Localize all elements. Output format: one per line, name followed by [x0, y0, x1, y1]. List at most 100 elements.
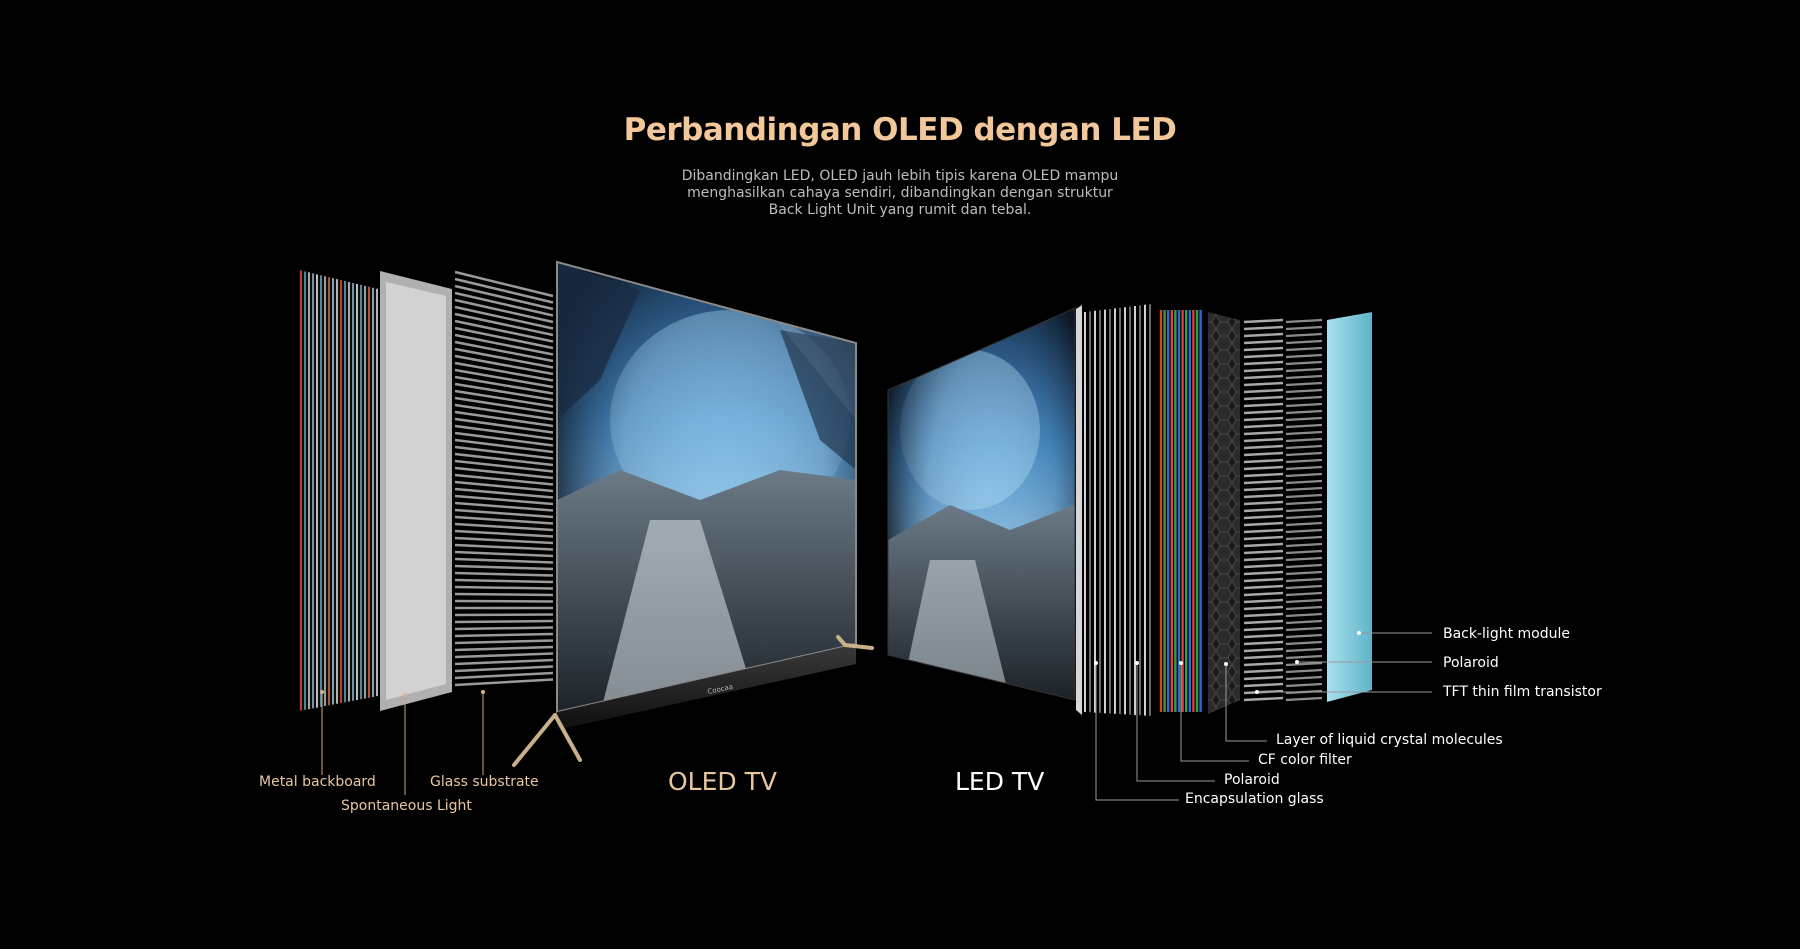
tft-stripe	[1243, 395, 1284, 401]
glass-substrate-stripe	[454, 466, 554, 480]
tft-stripe	[1243, 514, 1284, 520]
tft-stripe	[1243, 675, 1284, 681]
glass-substrate-stripe	[454, 340, 554, 363]
tft-stripe	[1243, 556, 1284, 562]
glass-substrate-stripe	[454, 312, 554, 337]
polaroid-top-stripe	[1285, 332, 1323, 338]
tft-stripe	[1243, 626, 1284, 632]
tft-stripe	[1243, 584, 1284, 590]
glass-substrate-stripe	[454, 368, 554, 389]
glass-substrate-stripe	[454, 298, 554, 324]
polaroid-top-stripe	[1285, 556, 1323, 562]
polaroid-top-stripe	[1285, 549, 1323, 555]
polaroid-top-stripe	[1285, 346, 1323, 352]
glass-substrate-stripe	[454, 671, 554, 680]
label-spontaneous-light: Spontaneous Light	[341, 798, 472, 814]
led-tv-name: LED TV	[955, 767, 1045, 796]
glass-substrate-stripe	[454, 305, 554, 330]
glass-substrate-stripe	[454, 678, 554, 687]
tft-stripe	[1243, 619, 1284, 625]
glass-substrate-stripe	[454, 459, 554, 473]
polaroid-top-stripe	[1285, 360, 1323, 366]
polaroid-top-stripe	[1285, 528, 1323, 534]
polaroid-top-stripe	[1285, 339, 1323, 345]
tft-stripe	[1243, 339, 1284, 345]
led-cf-color-filter-layer	[1159, 310, 1202, 712]
tft-stripe	[1243, 682, 1284, 688]
polaroid-top-stripe	[1285, 661, 1323, 667]
led-leader-dots	[1094, 631, 1361, 694]
subtitle-line: Dibandingkan LED, OLED jauh lebih tipis …	[681, 168, 1119, 184]
polaroid-top-stripe	[1285, 619, 1323, 625]
tft-stripe	[1243, 479, 1284, 485]
polaroid-top-stripe	[1285, 521, 1323, 527]
glass-substrate-stripe	[454, 319, 554, 343]
polaroid-top-stripe	[1285, 682, 1323, 688]
oled-tv-screen-image	[557, 262, 856, 712]
tft-stripe	[1243, 409, 1284, 415]
glass-substrate-stripe	[454, 424, 554, 441]
tft-stripe	[1243, 423, 1284, 429]
polaroid-top-stripe	[1285, 598, 1323, 604]
tft-stripe	[1243, 668, 1284, 674]
glass-substrate-stripe	[454, 487, 554, 499]
tft-stripe	[1243, 528, 1284, 534]
polaroid-top-stripe	[1285, 640, 1323, 646]
glass-substrate-stripe	[454, 277, 554, 304]
tft-stripe	[1243, 325, 1284, 331]
tft-stripe	[1243, 416, 1284, 422]
glass-substrate-stripe	[454, 270, 554, 298]
tft-stripe	[1243, 598, 1284, 604]
oled-tv-name: OLED TV	[668, 767, 777, 796]
tft-stripe	[1243, 563, 1284, 569]
glass-substrate-stripe	[454, 375, 554, 395]
glass-substrate-stripe	[454, 284, 554, 311]
glass-substrate-stripe	[454, 480, 554, 493]
polaroid-top-stripe	[1285, 381, 1323, 387]
tft-stripe	[1243, 640, 1284, 646]
glass-substrate-stripe	[454, 522, 554, 532]
tft-stripe	[1243, 535, 1284, 541]
polaroid-top-stripe	[1285, 318, 1323, 324]
glass-substrate-stripe	[454, 291, 554, 317]
polaroid-top-stripe	[1285, 367, 1323, 373]
glass-substrate-stripe	[454, 403, 554, 421]
glass-substrate-stripe	[454, 417, 554, 434]
glass-substrate-stripe	[454, 665, 554, 673]
tft-stripe	[1243, 318, 1284, 324]
polaroid-top-stripe	[1285, 353, 1323, 359]
glass-substrate-stripe	[454, 494, 554, 506]
polaroid-top-stripe	[1285, 472, 1323, 478]
label-encapsulation-glass: Encapsulation glass	[1185, 791, 1324, 807]
tft-stripe	[1243, 500, 1284, 506]
tft-stripe	[1243, 507, 1284, 513]
polaroid-top-stripe	[1285, 633, 1323, 639]
polaroid-top-stripe	[1285, 374, 1323, 380]
polaroid-top-stripe	[1285, 626, 1323, 632]
oled-tv-left-leg-rear	[553, 713, 582, 762]
glass-substrate-stripe	[454, 389, 554, 408]
polaroid-top-stripe	[1285, 675, 1323, 681]
glass-substrate-stripe	[454, 410, 554, 428]
polaroid-top-stripe	[1285, 430, 1323, 436]
tft-stripe	[1243, 346, 1284, 352]
polaroid-top-stripe	[1285, 563, 1323, 569]
glass-substrate-stripe	[454, 431, 554, 447]
glass-substrate-stripe	[454, 639, 554, 645]
polaroid-top-stripe	[1285, 535, 1323, 541]
oled-metal-backboard-layer	[299, 270, 378, 711]
tft-stripe	[1243, 570, 1284, 576]
polaroid-top-stripe	[1285, 577, 1323, 583]
glass-substrate-stripe	[454, 585, 554, 590]
tft-stripe	[1243, 402, 1284, 408]
led-tv	[887, 307, 1076, 701]
tft-stripe	[1243, 374, 1284, 380]
tft-stripe	[1243, 332, 1284, 338]
tft-stripe	[1243, 486, 1284, 492]
glass-substrate-stripe	[454, 613, 554, 617]
tft-stripe	[1243, 458, 1284, 464]
led-encapsulation-glass-layer	[1076, 305, 1082, 715]
polaroid-top-stripe	[1285, 570, 1323, 576]
glass-substrate-stripe	[454, 361, 554, 382]
oled-tv-left-leg	[512, 713, 557, 767]
